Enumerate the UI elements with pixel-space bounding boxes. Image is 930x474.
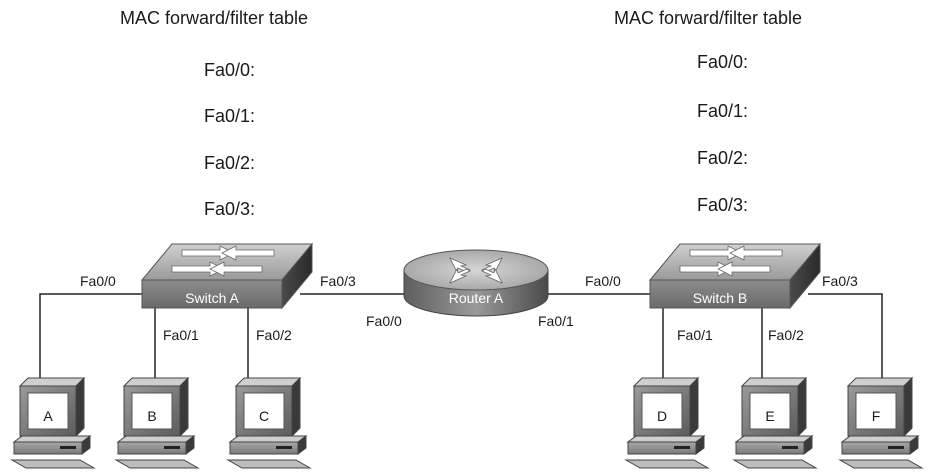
- mac-table-right-entry-fa0-0: Fa0/0:: [697, 52, 749, 72]
- switch-a-port-fa0-0-label: Fa0/0: [80, 273, 116, 289]
- mac-table-left-title: MAC forward/filter table: [120, 8, 309, 28]
- switch-b-port-fa0-0-label: Fa0/0: [585, 273, 621, 289]
- mac-table-left-entry-fa0-3: Fa0/3:: [204, 199, 256, 219]
- switch-a-port-fa0-1-label: Fa0/1: [163, 327, 199, 343]
- host-c-label: C: [259, 408, 269, 424]
- mac-table-right-entry-fa0-2: Fa0/2:: [697, 148, 749, 168]
- mac-table-right-entry-fa0-1: Fa0/1:: [697, 101, 749, 121]
- switch-a-label: Switch A: [185, 290, 239, 306]
- host-e-label: E: [765, 408, 774, 424]
- cables: [39, 293, 883, 380]
- switch-b-port-fa0-3-label: Fa0/3: [822, 273, 858, 289]
- host-a-icon: [11, 377, 95, 469]
- switch-b-label: Switch B: [693, 290, 747, 306]
- cable-switch-b-to-host-f: [808, 293, 883, 380]
- router-a-port-fa0-1-label: Fa0/1: [538, 313, 574, 329]
- host-e-icon: [733, 377, 817, 469]
- mac-table-right-entry-fa0-3: Fa0/3:: [697, 195, 749, 215]
- switch-b-port-fa0-2-label: Fa0/2: [768, 327, 804, 343]
- router-a-icon: [403, 249, 549, 317]
- host-f-label: F: [872, 408, 881, 424]
- switch-a-port-fa0-3-label: Fa0/3: [320, 273, 356, 289]
- host-a-label: A: [43, 408, 53, 424]
- switch-b-port-fa0-1-label: Fa0/1: [677, 327, 713, 343]
- host-b-icon: [115, 377, 199, 469]
- host-b-label: B: [147, 408, 156, 424]
- host-d-label: D: [657, 408, 667, 424]
- mac-table-left-entry-fa0-1: Fa0/1:: [204, 106, 256, 126]
- cable-switch-a-to-host-a: [39, 293, 142, 380]
- mac-table-right-title: MAC forward/filter table: [614, 8, 803, 28]
- switch-a-port-fa0-2-label: Fa0/2: [256, 327, 292, 343]
- router-a-port-fa0-0-label: Fa0/0: [366, 313, 402, 329]
- host-f-icon: [839, 377, 923, 469]
- router-a-label: Router A: [449, 290, 504, 306]
- mac-table-left-entry-fa0-2: Fa0/2:: [204, 153, 256, 173]
- mac-table-left-entry-fa0-0: Fa0/0:: [204, 60, 256, 80]
